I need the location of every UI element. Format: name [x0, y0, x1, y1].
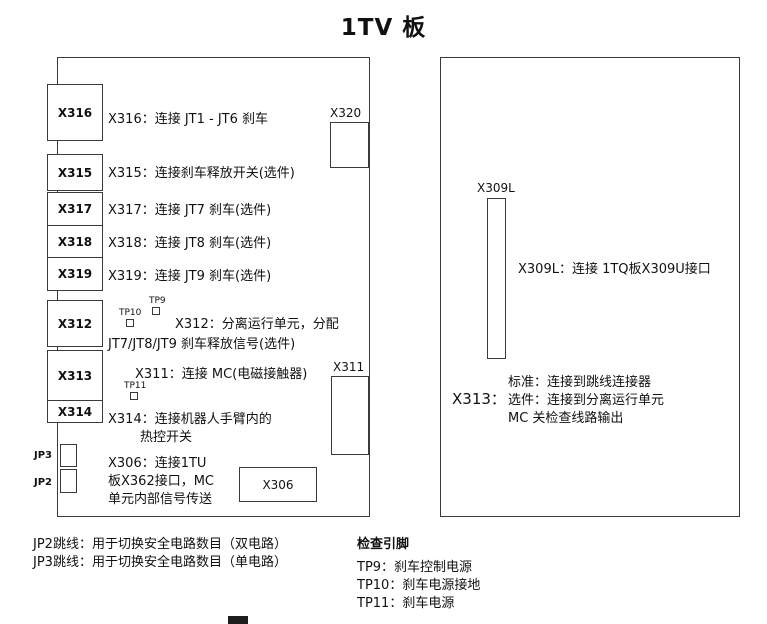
desc-x319: X319：连接 JT9 刹车(选件) — [108, 269, 272, 284]
connector-label-x314: X314 — [57, 404, 93, 419]
left-board-outline — [57, 57, 370, 517]
x313-note-line2: 选件：连接到分离运行单元 — [508, 393, 665, 408]
connector-box-x313: X313 — [47, 350, 103, 401]
tp10-pad — [126, 319, 134, 327]
connector-label-x312: X312 — [57, 316, 93, 331]
jp2-label: JP2 — [34, 477, 53, 488]
connector-label-x315: X315 — [57, 165, 93, 180]
x311-label: X311 — [333, 360, 365, 374]
x306-label: X306 — [262, 477, 294, 492]
tp11-label: TP11 — [124, 381, 147, 391]
connector-box-x314: X314 — [47, 400, 103, 423]
jp2-note: JP2跳线：用于切换安全电路数目（双电路） — [33, 537, 287, 552]
desc-x318: X318：连接 JT8 刹车(选件) — [108, 236, 272, 251]
x313-note-line3: MC 关检查线路输出 — [508, 411, 624, 426]
connector-box-x315: X315 — [47, 154, 103, 191]
desc-x312-line2: JT7/JT8/JT9 刹车释放信号(选件) — [108, 337, 296, 352]
desc-x306-line1: X306：连接1TU — [108, 456, 207, 471]
connector-label-x316: X316 — [57, 105, 93, 120]
x313-note-line1: 标准：连接到跳线连接器 — [508, 375, 652, 390]
x320-label: X320 — [330, 106, 362, 120]
connector-box-x316: X316 — [47, 84, 103, 141]
x313-title: X313： — [452, 390, 506, 408]
jp3-jumper-box — [60, 444, 77, 467]
connector-label-x318: X318 — [57, 234, 93, 249]
tp9-pad — [152, 307, 160, 315]
desc-x315: X315：连接刹车释放开关(选件) — [108, 166, 295, 181]
desc-x309l: X309L：连接 1TQ板X309U接口 — [518, 262, 711, 277]
x309l-label: X309L — [477, 181, 515, 195]
desc-x312-line1: X312：分离运行单元，分配 — [175, 317, 339, 332]
tp9-label: TP9 — [149, 296, 166, 306]
connector-box-x319: X319 — [47, 257, 103, 291]
connector-box-x312: X312 — [47, 300, 103, 347]
right-board-outline — [440, 57, 740, 517]
desc-x306-line2: 板X362接口，MC — [108, 474, 215, 489]
connector-box-x318: X318 — [47, 225, 103, 258]
desc-x314-line1: X314：连接机器人手臂内的 — [108, 412, 272, 427]
connector-label-x319: X319 — [57, 267, 93, 281]
desc-x316: X316：连接 JT1 - JT6 刹车 — [108, 112, 269, 127]
page-title: 1TV 板 — [340, 15, 427, 41]
x320-box — [330, 122, 369, 168]
tp11-note: TP11：刹车电源 — [357, 596, 455, 611]
tp9-note: TP9：刹车控制电源 — [357, 560, 473, 575]
connector-label-x317: X317 — [57, 202, 93, 216]
desc-x306-line3: 单元内部信号传送 — [108, 492, 213, 507]
connector-label-x313: X313 — [57, 368, 93, 383]
jp2-jumper-box — [60, 469, 77, 493]
check-pins-title: 检查引脚 — [357, 537, 410, 552]
jp3-note: JP3跳线：用于切换安全电路数目（单电路） — [33, 555, 287, 570]
x311-box — [331, 376, 369, 455]
tp11-pad — [130, 392, 138, 400]
desc-x317: X317：连接 JT7 刹车(选件) — [108, 203, 272, 218]
tp10-label: TP10 — [119, 308, 142, 318]
x306-box: X306 — [239, 467, 317, 502]
desc-x311: X311：连接 MC(电磁接触器) — [135, 367, 308, 382]
tp10-note: TP10：刹车电源接地 — [357, 578, 481, 593]
jp3-label: JP3 — [34, 450, 53, 461]
x309l-box — [487, 198, 506, 359]
connector-box-x317: X317 — [47, 192, 103, 226]
desc-x314-line2: 热控开关 — [140, 430, 193, 445]
bottom-edge-mark — [228, 616, 248, 624]
